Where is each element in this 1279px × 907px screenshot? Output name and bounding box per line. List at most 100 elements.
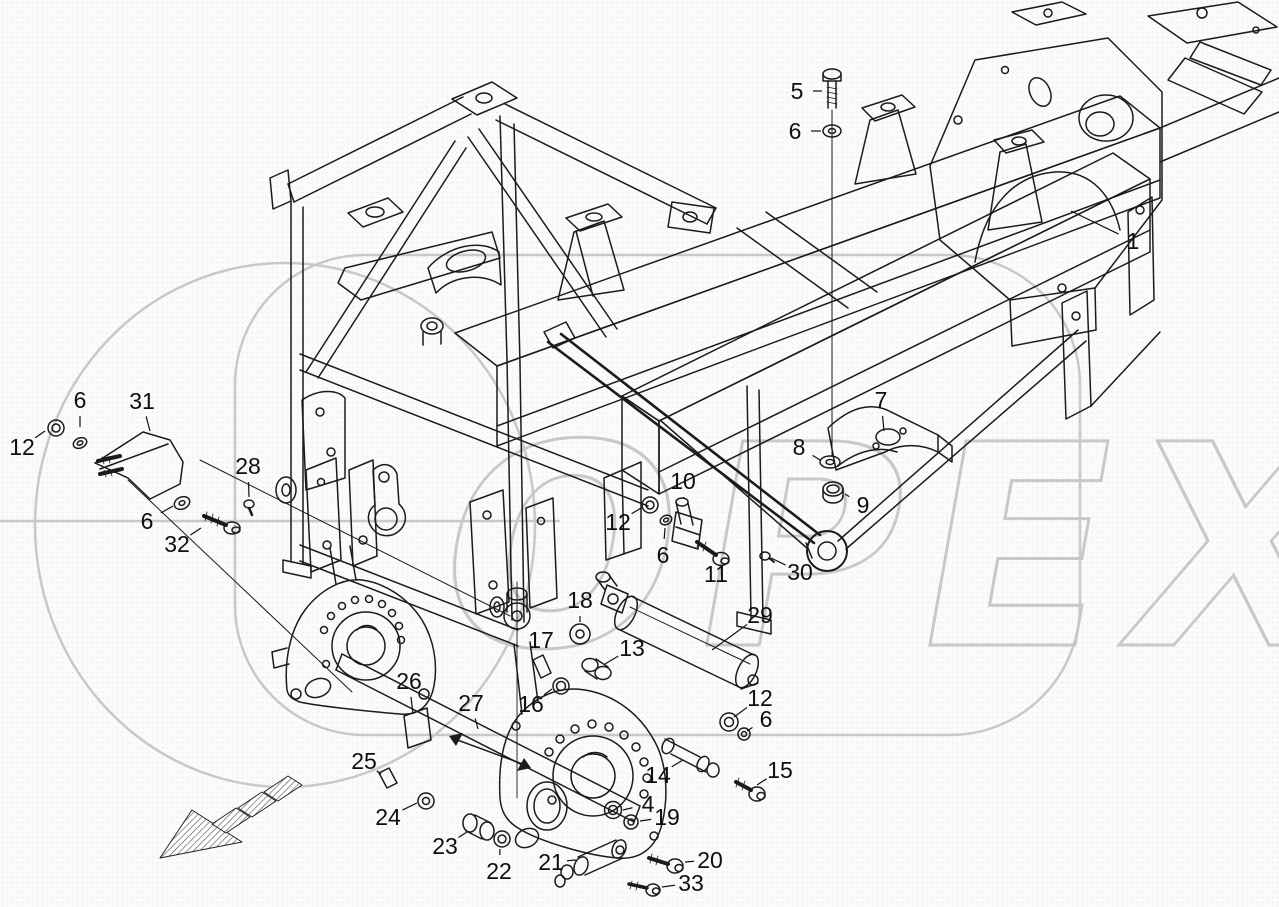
- callout-14: 14: [645, 759, 684, 788]
- upper-subframe: [269, 81, 878, 623]
- part-number: 6: [74, 387, 87, 413]
- part-number: 9: [857, 492, 870, 518]
- callout-12: 12: [733, 685, 773, 718]
- leader-line: [376, 770, 382, 775]
- leader-line: [458, 831, 468, 838]
- arch-end-plate: [929, 37, 1163, 420]
- part-number: 24: [375, 804, 401, 830]
- callout-25: 25: [351, 748, 382, 775]
- part-number: 10: [670, 468, 696, 494]
- tie-rod-and-rod-end: [543, 321, 1087, 572]
- part-number: 17: [528, 627, 554, 653]
- part-number: 5: [791, 78, 804, 104]
- part-number: 6: [789, 118, 802, 144]
- leader-line: [663, 527, 666, 540]
- callout-22: 22: [486, 848, 512, 884]
- part-number: 13: [619, 635, 645, 661]
- mid-frame-details: [275, 231, 642, 799]
- part-number: 15: [767, 757, 793, 783]
- part-number: 32: [164, 531, 190, 557]
- part-number: 12: [747, 685, 773, 711]
- callout-5: 5: [791, 78, 822, 104]
- fasteners: [47, 68, 953, 897]
- callout-16: 16: [518, 688, 553, 717]
- projection-line: [127, 479, 353, 693]
- callout-6: 6: [657, 527, 670, 568]
- callout-9: 9: [844, 492, 870, 518]
- frame-line-art: [47, 1, 1279, 897]
- callout-31: 31: [129, 388, 155, 432]
- leader-line: [770, 557, 786, 566]
- part-number: 18: [567, 587, 593, 613]
- top-right-beams: [1011, 1, 1279, 163]
- mounting-legs: [557, 94, 1045, 301]
- main-frame-rails: [299, 95, 1161, 647]
- leader-line: [566, 859, 577, 862]
- part-number: 27: [458, 690, 484, 716]
- callout-4: 4: [622, 791, 655, 817]
- leader-line: [756, 778, 767, 786]
- part-number: 16: [518, 691, 544, 717]
- watermark-graphics: OPEX: [0, 253, 1279, 789]
- part-number: 26: [396, 668, 422, 694]
- part-number: 29: [747, 602, 773, 628]
- callout-20: 20: [684, 847, 723, 873]
- part-number: 6: [657, 542, 670, 568]
- part-number: 23: [432, 833, 458, 859]
- callout-18: 18: [567, 587, 593, 622]
- callout-32: 32: [164, 527, 202, 557]
- leader-line: [1070, 210, 1119, 235]
- leader-line: [604, 655, 619, 665]
- right-bearing-plate: [498, 641, 667, 859]
- leader-line: [474, 718, 479, 730]
- callout-10: 10: [670, 468, 696, 500]
- callout-15: 15: [756, 757, 793, 786]
- leader-line: [844, 493, 850, 498]
- part-number: 12: [605, 509, 631, 535]
- callout-8: 8: [793, 434, 821, 461]
- projection-line: [199, 459, 511, 617]
- part-number: 6: [760, 706, 773, 732]
- leader-line: [746, 727, 753, 732]
- part-number: 11: [704, 561, 728, 587]
- part-number: 25: [351, 748, 377, 774]
- callout-23: 23: [432, 831, 468, 859]
- leader-line: [661, 884, 676, 888]
- callout-21: 21: [538, 849, 577, 875]
- part-number: 20: [697, 847, 723, 873]
- callout-33: 33: [661, 870, 704, 896]
- part-number: 1: [1127, 228, 1140, 254]
- callout-17: 17: [528, 627, 554, 658]
- part-number: 31: [129, 388, 155, 414]
- leader-line: [639, 818, 652, 822]
- axle-member: [335, 653, 641, 823]
- hydraulic-cylinder: [595, 571, 760, 690]
- part-number: 7: [875, 387, 888, 413]
- callout-1: 1: [1070, 210, 1140, 254]
- watermark-text: OPEX: [413, 385, 1279, 711]
- callout-12: 12: [605, 507, 642, 535]
- callout-13: 13: [604, 635, 645, 665]
- leader-line: [711, 623, 748, 651]
- leader-line: [34, 430, 46, 439]
- leader-line: [671, 759, 684, 768]
- leader-line: [812, 454, 821, 461]
- part-number: 14: [645, 762, 671, 788]
- part-number: 6: [141, 508, 154, 534]
- callout-12: 12: [9, 430, 46, 460]
- leader-line: [402, 802, 418, 811]
- callout-6: 6: [746, 706, 773, 732]
- callout-6: 6: [789, 118, 821, 144]
- part-number: 33: [678, 870, 704, 896]
- part-number: 28: [235, 453, 261, 479]
- callout-27: 27: [458, 690, 484, 730]
- part-number: 19: [654, 804, 680, 830]
- callout-6: 6: [141, 505, 174, 534]
- leader-line: [881, 415, 885, 432]
- leader-line: [543, 688, 553, 696]
- callout-30: 30: [770, 557, 813, 585]
- leader-line: [733, 706, 748, 718]
- part-number: 8: [793, 434, 806, 460]
